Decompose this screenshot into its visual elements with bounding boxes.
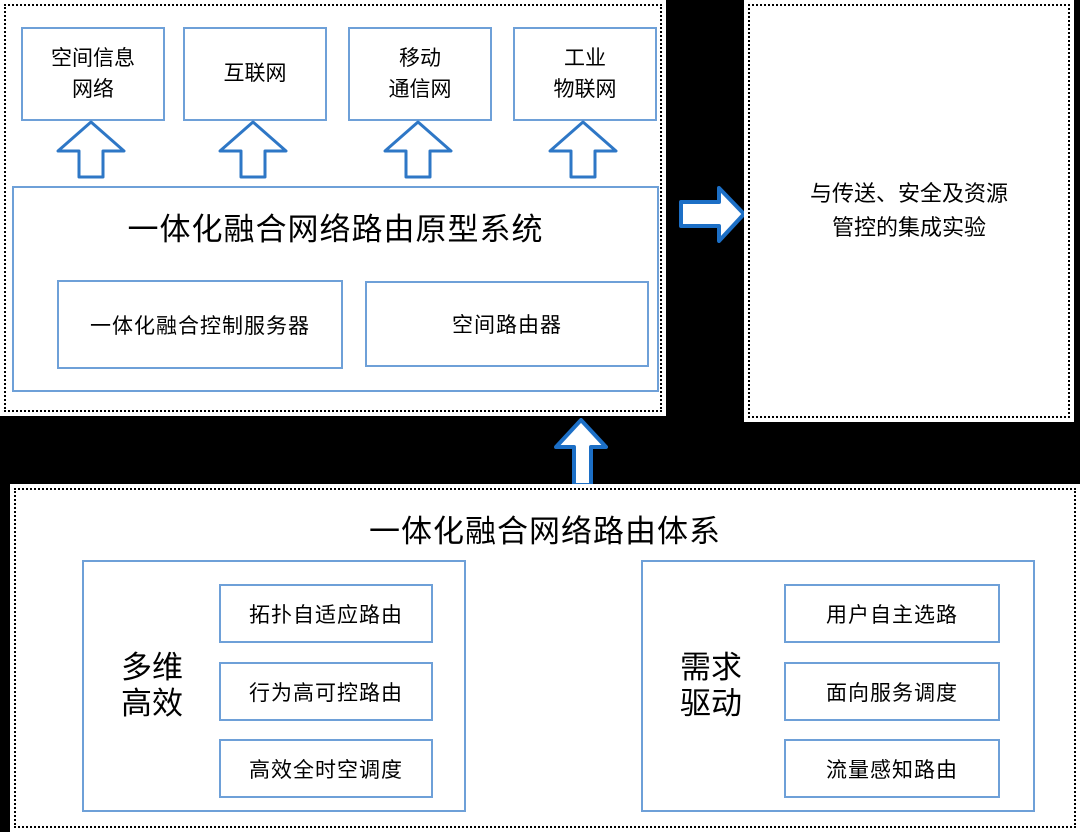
network-box-space-info: 空间信息 网络: [21, 27, 165, 121]
feature-box-topology-adaptive-routing: 拓扑自适应路由: [219, 584, 433, 643]
feature-box-service-oriented-scheduling: 面向服务调度: [784, 662, 1000, 721]
up-arrow-icon: [383, 120, 453, 179]
prototype-panel: 空间信息 网络 互联网 移动 通信网 工业 物联网 一体化融合网络路由原型系统 …: [0, 0, 666, 416]
network-box-label: 移动 通信网: [388, 45, 452, 102]
up-arrow-icon: [218, 120, 288, 179]
network-box-label: 工业 物联网: [553, 45, 617, 102]
feature-box-label: 用户自主选路: [826, 602, 958, 627]
feature-box-label: 高效全时空调度: [249, 757, 403, 782]
component-box-label: 空间路由器: [452, 313, 562, 337]
feature-box-label: 拓扑自适应路由: [249, 602, 403, 627]
integration-experiment-text: 与传送、安全及资源 管控的集成实验: [809, 180, 1008, 240]
up-arrow-icon: [56, 120, 126, 179]
component-box-label: 一体化融合控制服务器: [90, 313, 310, 338]
feature-box-spatiotemporal-scheduling: 高效全时空调度: [219, 739, 433, 798]
feature-box-traffic-aware-routing: 流量感知路由: [784, 739, 1000, 798]
up-arrow-icon: [548, 120, 618, 179]
feature-box-label: 行为高可控路由: [249, 680, 403, 705]
prototype-system-box: 一体化融合网络路由原型系统 一体化融合控制服务器 空间路由器: [12, 186, 659, 392]
component-box-space-router: 空间路由器: [365, 281, 649, 367]
group-label: 需求 驱动: [680, 650, 742, 721]
integration-experiment-panel: 与传送、安全及资源 管控的集成实验: [744, 0, 1074, 422]
network-box-internet: 互联网: [183, 27, 327, 121]
feature-box-label: 流量感知路由: [826, 757, 958, 782]
group-box-multidimensional-efficient: 多维 高效 拓扑自适应路由 行为高可控路由 高效全时空调度: [82, 560, 466, 812]
group-label: 多维 高效: [121, 650, 183, 721]
prototype-system-title: 一体化融合网络路由原型系统: [127, 212, 544, 247]
up-arrow-icon: [554, 418, 608, 487]
network-box-label: 空间信息 网络: [51, 45, 135, 102]
network-box-industrial-iot: 工业 物联网: [513, 27, 657, 121]
group-box-demand-driven: 需求 驱动 用户自主选路 面向服务调度 流量感知路由: [641, 560, 1035, 812]
routing-architecture-panel: 一体化融合网络路由体系 多维 高效 拓扑自适应路由 行为高可控路由 高效全时空调…: [10, 484, 1080, 832]
network-box-mobile: 移动 通信网: [348, 27, 492, 121]
feature-box-label: 面向服务调度: [826, 680, 958, 705]
component-box-control-server: 一体化融合控制服务器: [57, 280, 343, 369]
feature-box-behavior-controllable-routing: 行为高可控路由: [219, 662, 433, 721]
right-arrow-icon: [679, 186, 746, 243]
routing-architecture-title: 一体化融合网络路由体系: [369, 514, 721, 549]
feature-box-user-selected-path: 用户自主选路: [784, 584, 1000, 643]
network-box-label: 互联网: [223, 61, 287, 86]
